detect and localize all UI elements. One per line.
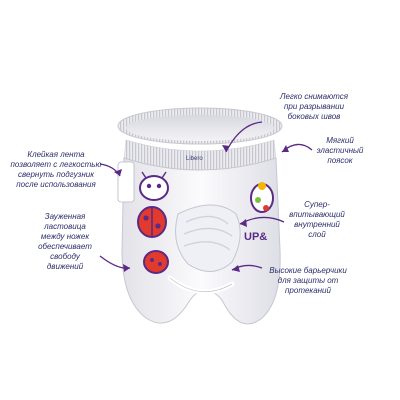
brand-mark: Libero: [186, 156, 203, 162]
callout-tear-seams: Легко снимаются при разрывании боковых ш…: [280, 92, 348, 121]
ladybug-print-bottom: [143, 250, 169, 274]
callout-narrow-gusset: Зауженная ластовица между ножек обеспечи…: [38, 212, 92, 271]
adhesive-tape: [117, 161, 135, 203]
callout-soft-belt: Мягкий эластичный поясок: [316, 136, 364, 165]
ladybug-print-middle: [137, 206, 167, 238]
print-text: UP&: [244, 231, 267, 243]
callout-barrier-cuffs: Высокие барьерчики для защиты от протека…: [269, 266, 347, 295]
callout-super-absorbent: Супер- впитывающий внутренний слой: [289, 200, 345, 239]
callout-adhesive-tape: Клейкая лента позволяет с легкостью свер…: [10, 150, 102, 189]
ladybug-print-top: [139, 171, 169, 201]
side-print-right: [250, 182, 274, 213]
